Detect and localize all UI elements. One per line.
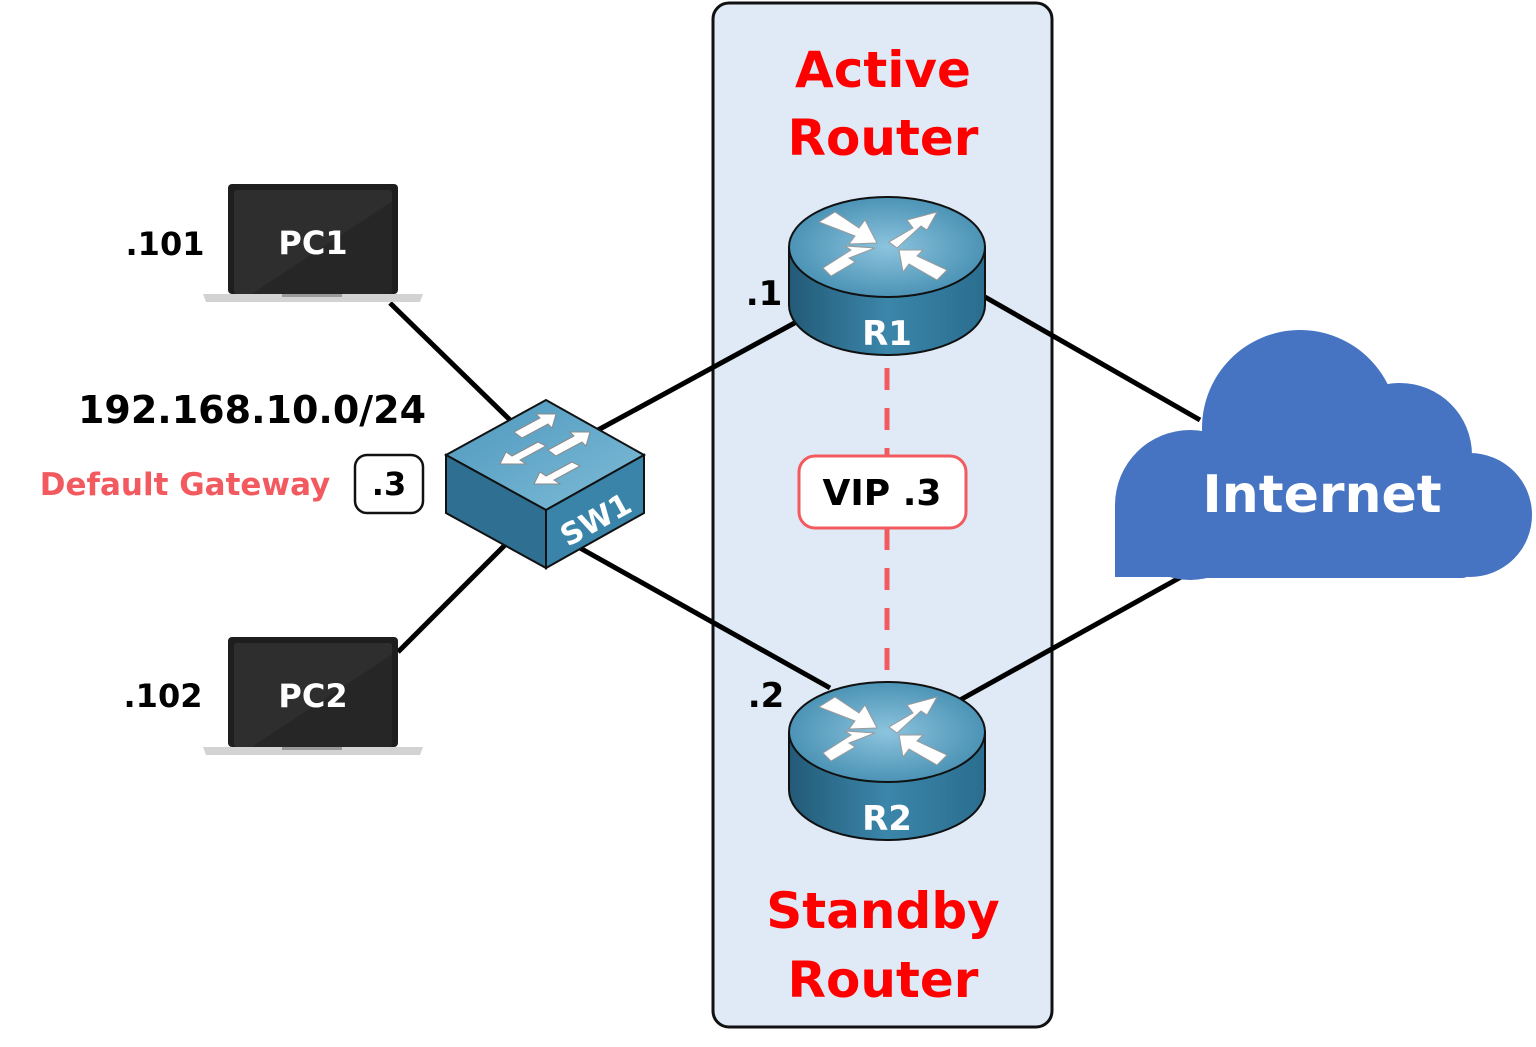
- laptop-pc1[interactable]: PC1: [203, 184, 423, 302]
- link-sw1-r1: [596, 317, 802, 433]
- vip-badge: VIP .3: [797, 454, 968, 530]
- default-gateway-label: Default Gateway: [40, 467, 331, 503]
- link-r2-internet: [958, 569, 1192, 703]
- router-icon: [788, 681, 986, 841]
- links: [388, 294, 1202, 703]
- switch-icon: [443, 398, 647, 570]
- router-r2-name: R2: [862, 799, 912, 839]
- pc2-ip: .102: [124, 677, 203, 715]
- laptop-icon: [203, 637, 423, 755]
- active-router-label-line1: Active: [795, 41, 971, 99]
- standby-router-label-line1: Standby: [766, 882, 999, 940]
- standby-router-label-line2: Router: [788, 951, 979, 1009]
- vip-label: VIP .3: [823, 473, 942, 514]
- switch-sw1[interactable]: SW1: [443, 398, 647, 570]
- laptop-pc2[interactable]: PC2: [203, 637, 423, 755]
- laptop-pc2-name: PC2: [278, 677, 347, 715]
- active-router-label-line2: Router: [788, 109, 979, 167]
- router-r2[interactable]: R2: [788, 681, 986, 841]
- link-pc2-sw1: [396, 543, 507, 654]
- pc1-ip: .101: [126, 225, 205, 263]
- laptop-pc1-name: PC1: [278, 224, 347, 262]
- router-r1[interactable]: R1: [788, 196, 986, 356]
- router-r1-name: R1: [862, 314, 912, 354]
- link-sw1-r2: [578, 545, 832, 691]
- router-r2-ip: .2: [748, 676, 785, 716]
- laptop-icon: [203, 184, 423, 302]
- router-icon: [788, 196, 986, 356]
- default-gateway-badge: .3: [353, 453, 425, 515]
- internet-label: Internet: [1202, 465, 1441, 525]
- link-pc1-sw1: [388, 301, 512, 422]
- link-r1-internet: [983, 294, 1202, 423]
- internet-cloud[interactable]: Internet: [1115, 330, 1532, 580]
- subnet-label: 192.168.10.0/24: [78, 388, 426, 432]
- default-gateway-value: .3: [372, 465, 406, 503]
- router-r1-ip: .1: [746, 274, 783, 314]
- cloud-icon: [1115, 330, 1532, 580]
